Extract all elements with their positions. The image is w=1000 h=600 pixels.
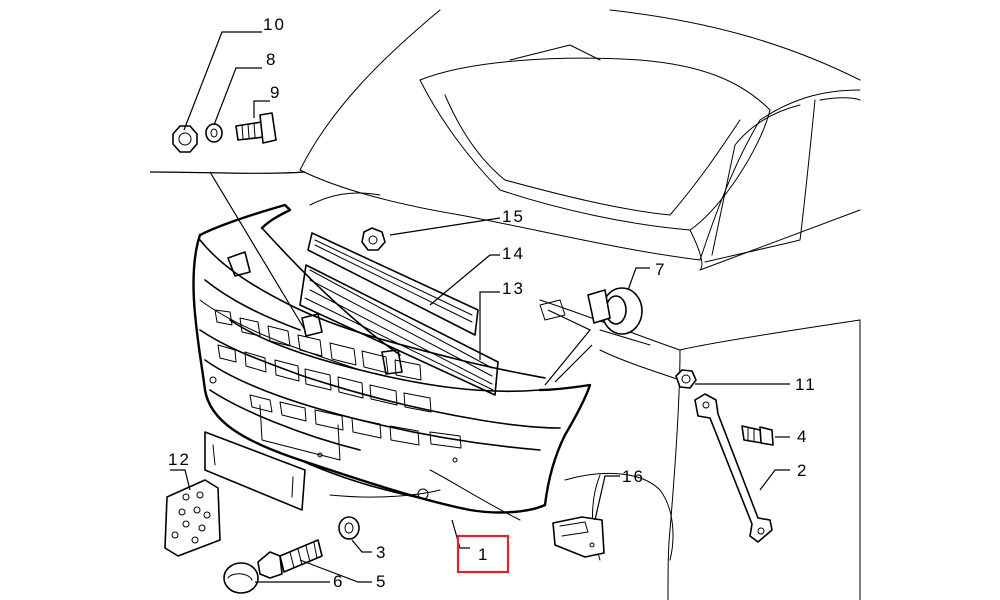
bracket-2: [675, 369, 774, 543]
callout-6: 6: [333, 572, 344, 591]
bracket-16: [552, 516, 605, 558]
leader-lines: [149, 31, 790, 583]
callout-3: 3: [376, 543, 387, 562]
fasteners-bottom: [223, 516, 360, 594]
grille-mesh: [299, 232, 499, 396]
bumper: [192, 203, 592, 514]
callout-1: 1: [478, 545, 489, 564]
callout-11: 11: [795, 375, 817, 394]
clip-15: [361, 227, 386, 251]
callout-7: 7: [655, 260, 666, 279]
callout-5: 5: [376, 572, 387, 591]
callout-4: 4: [797, 427, 808, 446]
callout-2: 2: [797, 461, 808, 480]
callout-16: 16: [622, 467, 645, 486]
license-plate-bracket: [204, 431, 306, 511]
vehicle-body: [299, 9, 861, 600]
callout-15: 15: [502, 207, 525, 226]
callout-labels: 10 8 9 15 14 13 7 11 4 2 12 16 3 5 6 1: [168, 15, 817, 591]
grommet-7: [587, 287, 643, 335]
highlight-box: [456, 534, 510, 574]
fasteners-top: [172, 112, 277, 153]
hardware-12: [164, 479, 221, 557]
callout-12: 12: [168, 450, 191, 469]
callout-10: 10: [263, 15, 286, 34]
callout-8: 8: [266, 50, 277, 69]
callout-13: 13: [502, 279, 525, 298]
callout-9: 9: [270, 83, 281, 102]
callout-14: 14: [502, 244, 525, 263]
